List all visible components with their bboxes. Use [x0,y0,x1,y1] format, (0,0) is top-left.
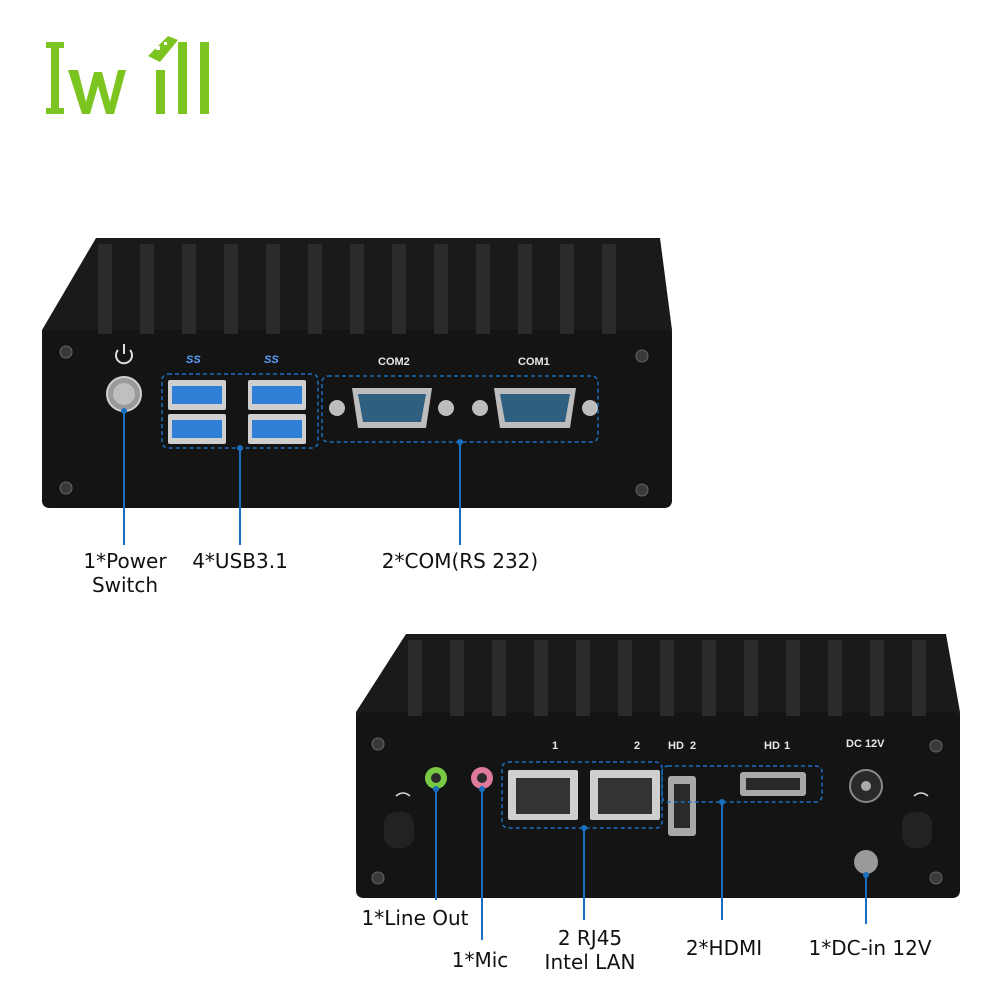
hdmi1-label: 1 [784,740,791,752]
callout-lan-line2: Intel LAN [544,950,636,974]
com2-label: COM2 [378,356,410,368]
callout-hdmi: 2*HDMI [685,936,763,960]
callout-dc-in: 1*DC-in 12V [808,936,932,960]
usb-ss-label-a: SS [186,354,201,366]
callout-lan: 2 RJ45 Intel LAN [530,926,650,974]
lan2-label: 2 [634,740,641,752]
usb-ss-label-b: SS [264,354,279,366]
callout-com: 2*COM(RS 232) [381,549,539,573]
callout-lan-line1: 2 RJ45 [557,926,623,950]
com1-label: COM1 [518,356,550,368]
rear-device [356,634,960,898]
callout-power-line2: Switch [91,573,159,597]
callout-power-switch: 1*Power Switch [60,549,190,597]
callout-mic: 1*Mic [451,948,509,972]
lan1-label: 1 [552,740,559,752]
hdmi-hd-label-1: HD [764,740,780,752]
callout-power-line1: 1*Power [83,549,167,573]
callout-line-out: 1*Line Out [361,906,469,930]
hdmi2-label: 2 [690,740,697,752]
hdmi-hd-label-2: HD [668,740,684,752]
callout-usb: 4*USB3.1 [192,549,288,573]
iwill-logo [46,36,209,114]
front-device [42,238,672,508]
dc-label: DC 12V [846,738,885,750]
